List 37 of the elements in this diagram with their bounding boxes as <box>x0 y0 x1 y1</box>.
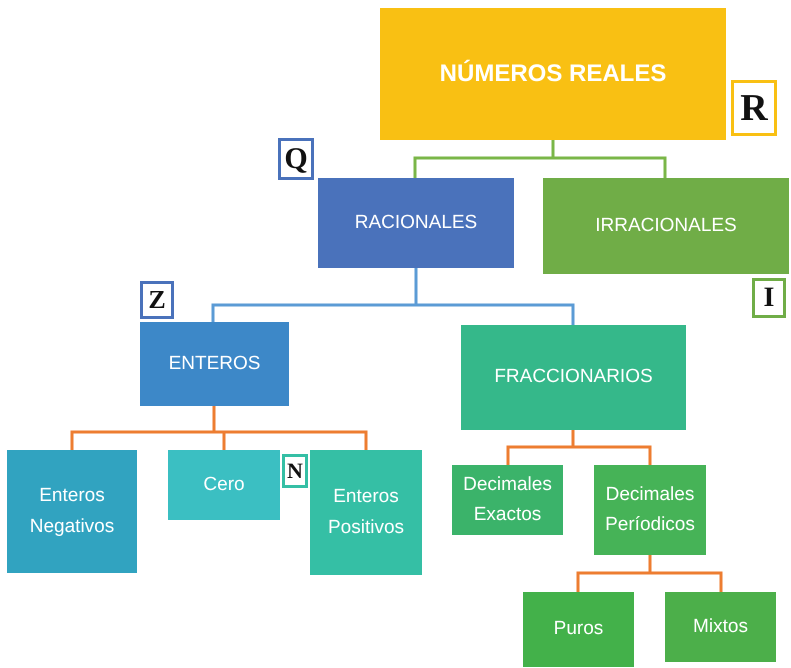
node-label: Cero <box>203 472 245 497</box>
node-label: IRRACIONALES <box>595 214 737 238</box>
concept-box <box>461 325 686 430</box>
node-label: Mixtos <box>693 614 748 639</box>
concept-box <box>594 465 706 555</box>
node-label: NÚMEROS REALES <box>440 58 666 89</box>
letter-tag <box>278 138 314 180</box>
connector-line <box>552 140 666 178</box>
letter-tag <box>731 80 777 136</box>
node-label: Puros <box>554 617 604 642</box>
set-letter: N <box>287 458 303 484</box>
concept-box <box>318 178 514 268</box>
node-label: Enteros Negativos <box>28 484 116 538</box>
letter-tag <box>282 454 308 488</box>
node-label: Decimales Exactos <box>462 472 553 527</box>
node-label: ENTEROS <box>168 352 260 376</box>
connector-line <box>648 555 722 592</box>
connector-line <box>572 430 652 465</box>
concept-box <box>665 592 776 662</box>
concept-box <box>380 8 726 140</box>
letter-tag <box>752 278 786 318</box>
node-label: Enteros Positivos <box>326 485 406 540</box>
concept-box <box>140 322 289 406</box>
letter-tag <box>140 281 174 319</box>
set-letter: Z <box>148 285 166 315</box>
concept-box <box>168 450 280 520</box>
node-label: RACIONALES <box>354 210 478 235</box>
node-label: FRACCIONARIOS <box>494 365 653 390</box>
concept-box <box>452 465 563 535</box>
concept-box <box>7 450 137 573</box>
concept-box <box>523 592 634 667</box>
concept-box <box>310 450 422 575</box>
set-letter: I <box>764 282 774 314</box>
set-letter: R <box>740 86 768 130</box>
node-label: Decimales Períodicos <box>604 482 696 537</box>
concept-box <box>543 178 789 274</box>
set-letter: Q <box>284 142 308 176</box>
